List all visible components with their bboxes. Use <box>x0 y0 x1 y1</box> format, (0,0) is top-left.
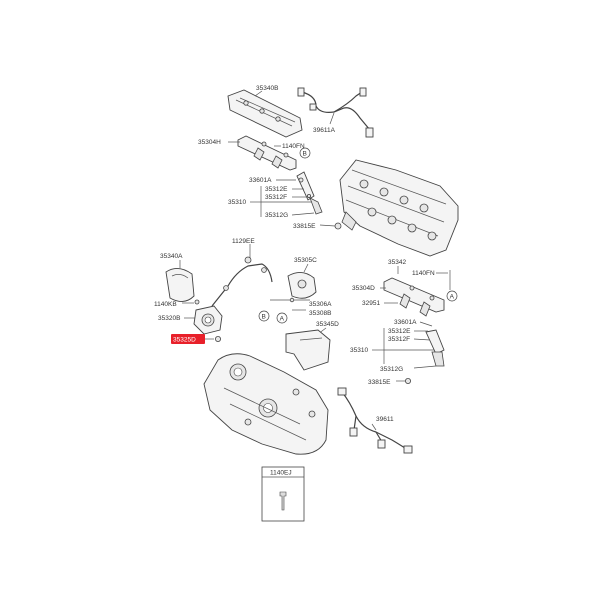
label-1140FN-top: 1140FN <box>282 143 305 150</box>
label-35308B: 35308B <box>309 310 331 317</box>
label-35304D: 35304D <box>352 285 375 292</box>
label-1140EJ: 1140EJ <box>270 470 292 477</box>
label-35305C: 35305C <box>294 257 317 264</box>
label-35310-right: 35310 <box>350 347 368 354</box>
callout-a-right-letter: A <box>450 294 455 301</box>
fuel-rail-right <box>383 277 445 317</box>
label-1140FN-right: 1140FN <box>412 270 435 277</box>
sensor-35305C <box>287 272 317 299</box>
throttle-cover-35340A <box>165 268 195 302</box>
label-35340B: 35340B <box>256 85 278 92</box>
bolt-icon <box>279 491 287 511</box>
label-35310-top: 35310 <box>228 199 246 206</box>
label-33815E-right: 33815E <box>368 379 391 386</box>
intake-manifold-lower <box>203 353 329 455</box>
callout-b-top <box>299 147 311 159</box>
label-1140KB: 1140KB <box>154 301 177 308</box>
callout-b-mid-letter: B <box>262 314 266 321</box>
label-35342: 35342 <box>388 259 406 266</box>
injector-top <box>296 171 323 215</box>
label-35304H: 35304H <box>198 139 221 146</box>
callout-a-right <box>446 290 458 302</box>
label-1129EE: 1129EE <box>232 238 255 245</box>
label-39611A: 39611A <box>313 127 336 134</box>
label-35306A: 35306A <box>309 301 332 308</box>
label-33601A-right: 33601A <box>394 319 417 326</box>
callout-b-mid <box>258 310 270 322</box>
label-35312G-top: 35312G <box>265 212 288 219</box>
callout-a-mid <box>276 312 288 324</box>
label-35312G-right: 35312G <box>380 366 403 373</box>
callout-b-top-letter: B <box>303 151 307 158</box>
wiring-harness-top <box>297 87 374 138</box>
callout-a-mid-letter: A <box>280 316 285 323</box>
throttle-body-35320B <box>193 305 223 335</box>
highlighted-part-35325D[interactable]: 35325D <box>171 334 205 344</box>
label-35325D: 35325D <box>173 337 196 344</box>
label-33815E-top: 33815E <box>293 223 316 230</box>
bracket-35345D <box>285 329 331 371</box>
fuel-rail-cover-part <box>227 89 303 138</box>
bolt-box-1140EJ: 1140EJ <box>261 466 305 522</box>
label-35340A: 35340A <box>160 253 183 260</box>
label-35345D: 35345D <box>316 321 339 328</box>
label-35312E-top: 35312E <box>265 186 288 193</box>
label-35312F-top: 35312F <box>265 194 287 201</box>
wiring-harness-bottom <box>337 387 413 454</box>
label-39611: 39611 <box>376 416 394 423</box>
fuel-rail-top <box>237 135 297 171</box>
injector-right <box>425 329 445 367</box>
label-35312E-right: 35312E <box>388 328 411 335</box>
label-35320B: 35320B <box>158 315 180 322</box>
cylinder-head-right <box>339 159 459 257</box>
label-35312F-right: 35312F <box>388 336 410 343</box>
label-33601A-top: 33601A <box>249 177 272 184</box>
label-32951: 32951 <box>362 300 380 307</box>
vacuum-hose <box>211 256 273 307</box>
